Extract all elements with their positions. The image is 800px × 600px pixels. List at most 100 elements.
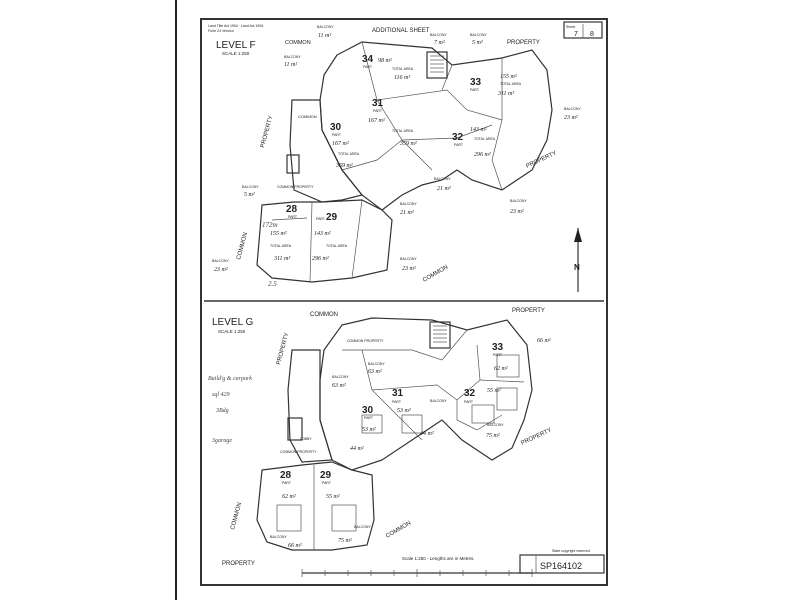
lot-part-label: PART xyxy=(282,481,292,485)
level-f-common-inner: COMMON xyxy=(298,114,317,119)
level-g-lift xyxy=(287,417,303,441)
lot-part-label: PART xyxy=(316,217,326,221)
balcony-label: BALCONY xyxy=(284,55,301,59)
plan-number-box xyxy=(519,554,605,574)
balcony-area: 75 m² xyxy=(338,538,352,544)
lot-area: 55 m² xyxy=(326,494,340,500)
balcony-label: BALCONY xyxy=(368,362,385,366)
lot-part-label: PART xyxy=(364,416,374,420)
header-small-2: Form 24 Version xyxy=(208,29,234,33)
north-arrow-icon: N xyxy=(574,228,582,292)
level-f-title: LEVEL F xyxy=(216,40,256,51)
handwritten-note: 172m xyxy=(262,221,278,229)
balcony-label: BALCONY xyxy=(354,525,371,529)
balcony-label: BALCONY xyxy=(434,177,451,181)
handwritten-note: 3garage xyxy=(211,438,232,444)
lot-part-area: 167 m² xyxy=(332,141,349,147)
lot-part-area: 155 m² xyxy=(500,74,517,80)
balcony-area: 7 m² xyxy=(434,40,445,46)
sheet-label: Sheet xyxy=(566,25,575,29)
lot-number: 31 xyxy=(392,388,404,399)
level-f-scale: SCALE 1:250 xyxy=(222,51,250,56)
level-f-property-left: PROPERTY xyxy=(260,115,274,148)
lot-part-label: PART xyxy=(392,400,402,404)
lot-part-label: PART xyxy=(288,215,298,219)
level-g-room xyxy=(361,414,383,434)
level-g-divider xyxy=(361,349,423,441)
lot-total-area: 296 m² xyxy=(312,256,329,262)
level-g-lobby: LOBBY xyxy=(300,437,312,441)
lot-number: 28 xyxy=(280,470,292,481)
lot-total-label: TOTAL AREA xyxy=(392,129,414,133)
lot-total-area: 296 m² xyxy=(474,152,491,158)
balcony-area: 62 m² xyxy=(494,366,508,372)
level-f-lots: 34 PART 98 m² TOTAL AREA 116 m² 33 PART … xyxy=(262,54,522,288)
plan-drawing: Land Title Act 1994 · Land Act 1994 Form… xyxy=(204,21,605,577)
level-g-outline-south xyxy=(256,461,375,551)
balcony-area: 44 m² xyxy=(420,430,434,437)
level-g-room xyxy=(276,504,302,532)
left-border-rule xyxy=(175,0,177,600)
level-f-divider xyxy=(361,41,433,171)
level-f-divider xyxy=(271,217,308,221)
level-g-room xyxy=(401,414,423,434)
level-g-common: COMMON xyxy=(310,312,338,318)
lot-number: 31 xyxy=(372,98,384,109)
sheet-of: 8 xyxy=(590,31,594,38)
lot-total-area: 116 m² xyxy=(394,75,410,81)
lot-part-label: PART xyxy=(470,88,480,92)
level-f-divider xyxy=(376,89,503,121)
level-f-common-left: COMMON xyxy=(236,232,249,261)
level-g-property-bottom: PROPERTY xyxy=(222,561,255,567)
sheet-number: 7 xyxy=(574,31,578,38)
level-f-plan xyxy=(256,41,553,283)
balcony-area: 63 m² xyxy=(368,369,382,375)
level-g-property-top: PROPERTY xyxy=(512,308,545,314)
level-f-divider xyxy=(491,58,503,191)
balcony-area: 23 m² xyxy=(510,209,524,215)
level-g-common-inner: COMMON PROPERTY xyxy=(347,339,384,343)
lot-area: 66 m² xyxy=(537,338,551,344)
lot-total-area: 359 m² xyxy=(335,163,353,169)
lot-number: 29 xyxy=(320,470,332,481)
level-g-stair-core xyxy=(429,321,451,349)
level-g-balconies: BALCONY 63 m² BALCONY 63 m² 62 m² 44 m² … xyxy=(270,362,508,549)
lot-part-label: PART xyxy=(454,143,464,147)
lot-total-area: 359 m² xyxy=(399,141,417,147)
handwritten-note: 3Bdg xyxy=(215,408,229,414)
balcony-area: 23 m² xyxy=(564,115,578,121)
lot-number: 33 xyxy=(470,77,482,88)
level-g-handwriting: Build'g & carpark sql 429 3Bdg 3garage xyxy=(208,376,252,444)
balcony-area: 23 m² xyxy=(214,267,228,273)
level-f-common-lower: COMMON xyxy=(422,265,449,284)
level-f-property-right: PROPERTY xyxy=(525,150,557,169)
balcony-area: 11 m² xyxy=(284,62,297,68)
svg-text:N: N xyxy=(574,263,580,272)
balcony-area: 21 m² xyxy=(400,210,414,216)
level-f-divider xyxy=(401,124,493,141)
level-g-property-right: PROPERTY xyxy=(520,427,552,446)
lot-number: 34 xyxy=(362,54,374,65)
balcony-label: BALCONY xyxy=(564,107,581,111)
lot-part-label: PART xyxy=(493,353,503,357)
lot-part-label: PART xyxy=(464,400,474,404)
handwritten-note: Build'g & carpark xyxy=(208,376,252,382)
lot-number: 32 xyxy=(464,388,476,399)
balcony-area: 5 m² xyxy=(472,40,483,46)
balcony-area: 23 m² xyxy=(402,266,416,272)
lot-area: 55 m² xyxy=(487,388,501,394)
balcony-label: BALCONY xyxy=(400,202,417,206)
lot-total-label: TOTAL AREA xyxy=(500,82,522,86)
scale-bar xyxy=(301,569,533,577)
level-g-divider xyxy=(479,379,525,383)
header-small-1: Land Title Act 1994 · Land Act 1994 xyxy=(208,24,263,28)
balcony-area: 75 m² xyxy=(486,433,500,439)
lot-part-area: 167 m² xyxy=(368,118,385,124)
level-g-lots: 33 PART 66 m² 31 PART 53 m² 30 PART 53 m… xyxy=(280,338,551,500)
survey-plan-sheet: Land Title Act 1994 · Land Act 1994 Form… xyxy=(200,18,608,586)
lot-part-area: 143 m² xyxy=(470,126,487,133)
level-f-outline-east xyxy=(319,41,553,211)
level-f-common-wing xyxy=(289,99,364,203)
lot-part-area: 155 m² xyxy=(270,231,287,237)
handwritten-note: sql 429 xyxy=(212,391,230,398)
